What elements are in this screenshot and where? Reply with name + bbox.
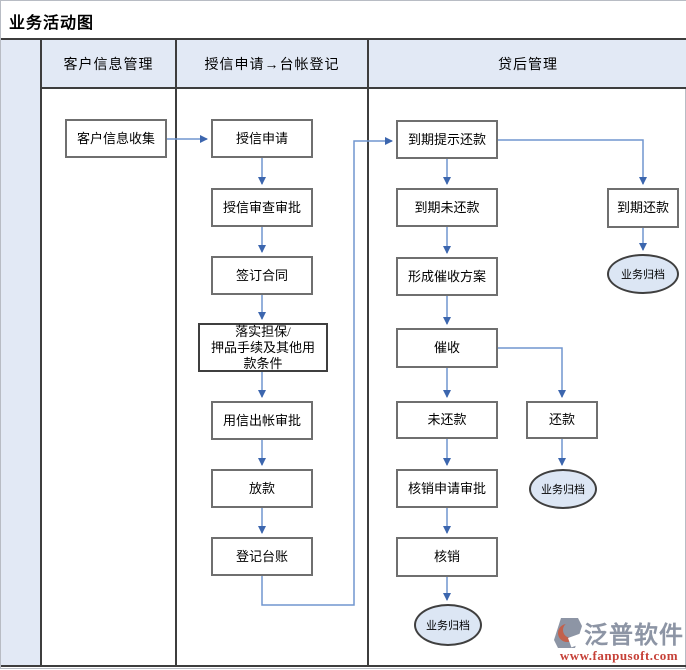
node-sign-contract: 签订合同: [211, 256, 313, 295]
node-register-ledger: 登记台账: [211, 537, 313, 576]
frame-top-line: [1, 38, 686, 40]
node-credit-review: 授信审查审批: [211, 188, 313, 227]
watermark-brand: 泛普软件: [584, 622, 684, 649]
lane-header-credit-ledger: 授信申请→台帐登记: [204, 57, 340, 73]
lane-header-customer-info: 客户信息管理: [63, 57, 154, 73]
connector-ledger-to-reminder: [261, 137, 393, 606]
terminator-archive-bottom: 业务归档: [414, 604, 482, 646]
node-disbursement-approval: 用信出帐审批: [211, 401, 313, 440]
connector-collection-to-repaid: [498, 347, 566, 398]
page-title: 业务活动图: [9, 15, 95, 32]
fanpu-logo-icon: [554, 617, 582, 648]
lane-header-row: [42, 40, 686, 87]
node-collection: 催收: [396, 328, 498, 368]
node-loan-release: 放款: [211, 469, 313, 508]
connector-reminder-to-duerepay: [498, 139, 647, 185]
watermark: 泛普软件 www.fanpusoft.com: [554, 615, 684, 663]
lane-header-bottom-line: [42, 87, 686, 89]
terminator-archive-top-right: 业务归档: [607, 254, 679, 294]
lane-divider-2: [367, 40, 369, 665]
lane-header-post-loan: 贷后管理: [498, 57, 558, 73]
node-not-repaid: 未还款: [396, 401, 498, 439]
node-collect-info: 客户信息收集: [65, 119, 167, 158]
terminator-archive-mid-right: 业务归档: [529, 469, 597, 509]
node-due-repayment: 到期还款: [607, 188, 679, 228]
node-writeoff: 核销: [396, 537, 498, 577]
node-repaid: 还款: [526, 401, 598, 439]
lane-divider-1: [175, 40, 177, 665]
node-overdue-unpaid: 到期未还款: [396, 188, 498, 227]
node-collection-plan: 形成催收方案: [396, 257, 498, 296]
title-bar: 业务活动图: [1, 1, 686, 38]
node-guarantee: 落实担保/ 押品手续及其他用 款条件: [198, 323, 328, 372]
node-writeoff-approval: 核销申请审批: [396, 469, 498, 508]
node-credit-apply: 授信申请: [211, 119, 313, 158]
node-due-reminder: 到期提示还款: [396, 120, 498, 159]
watermark-url: www.fanpusoft.com: [559, 648, 679, 663]
frame-bottom-line: [1, 665, 686, 667]
swimlane-left-strip: [1, 40, 42, 665]
